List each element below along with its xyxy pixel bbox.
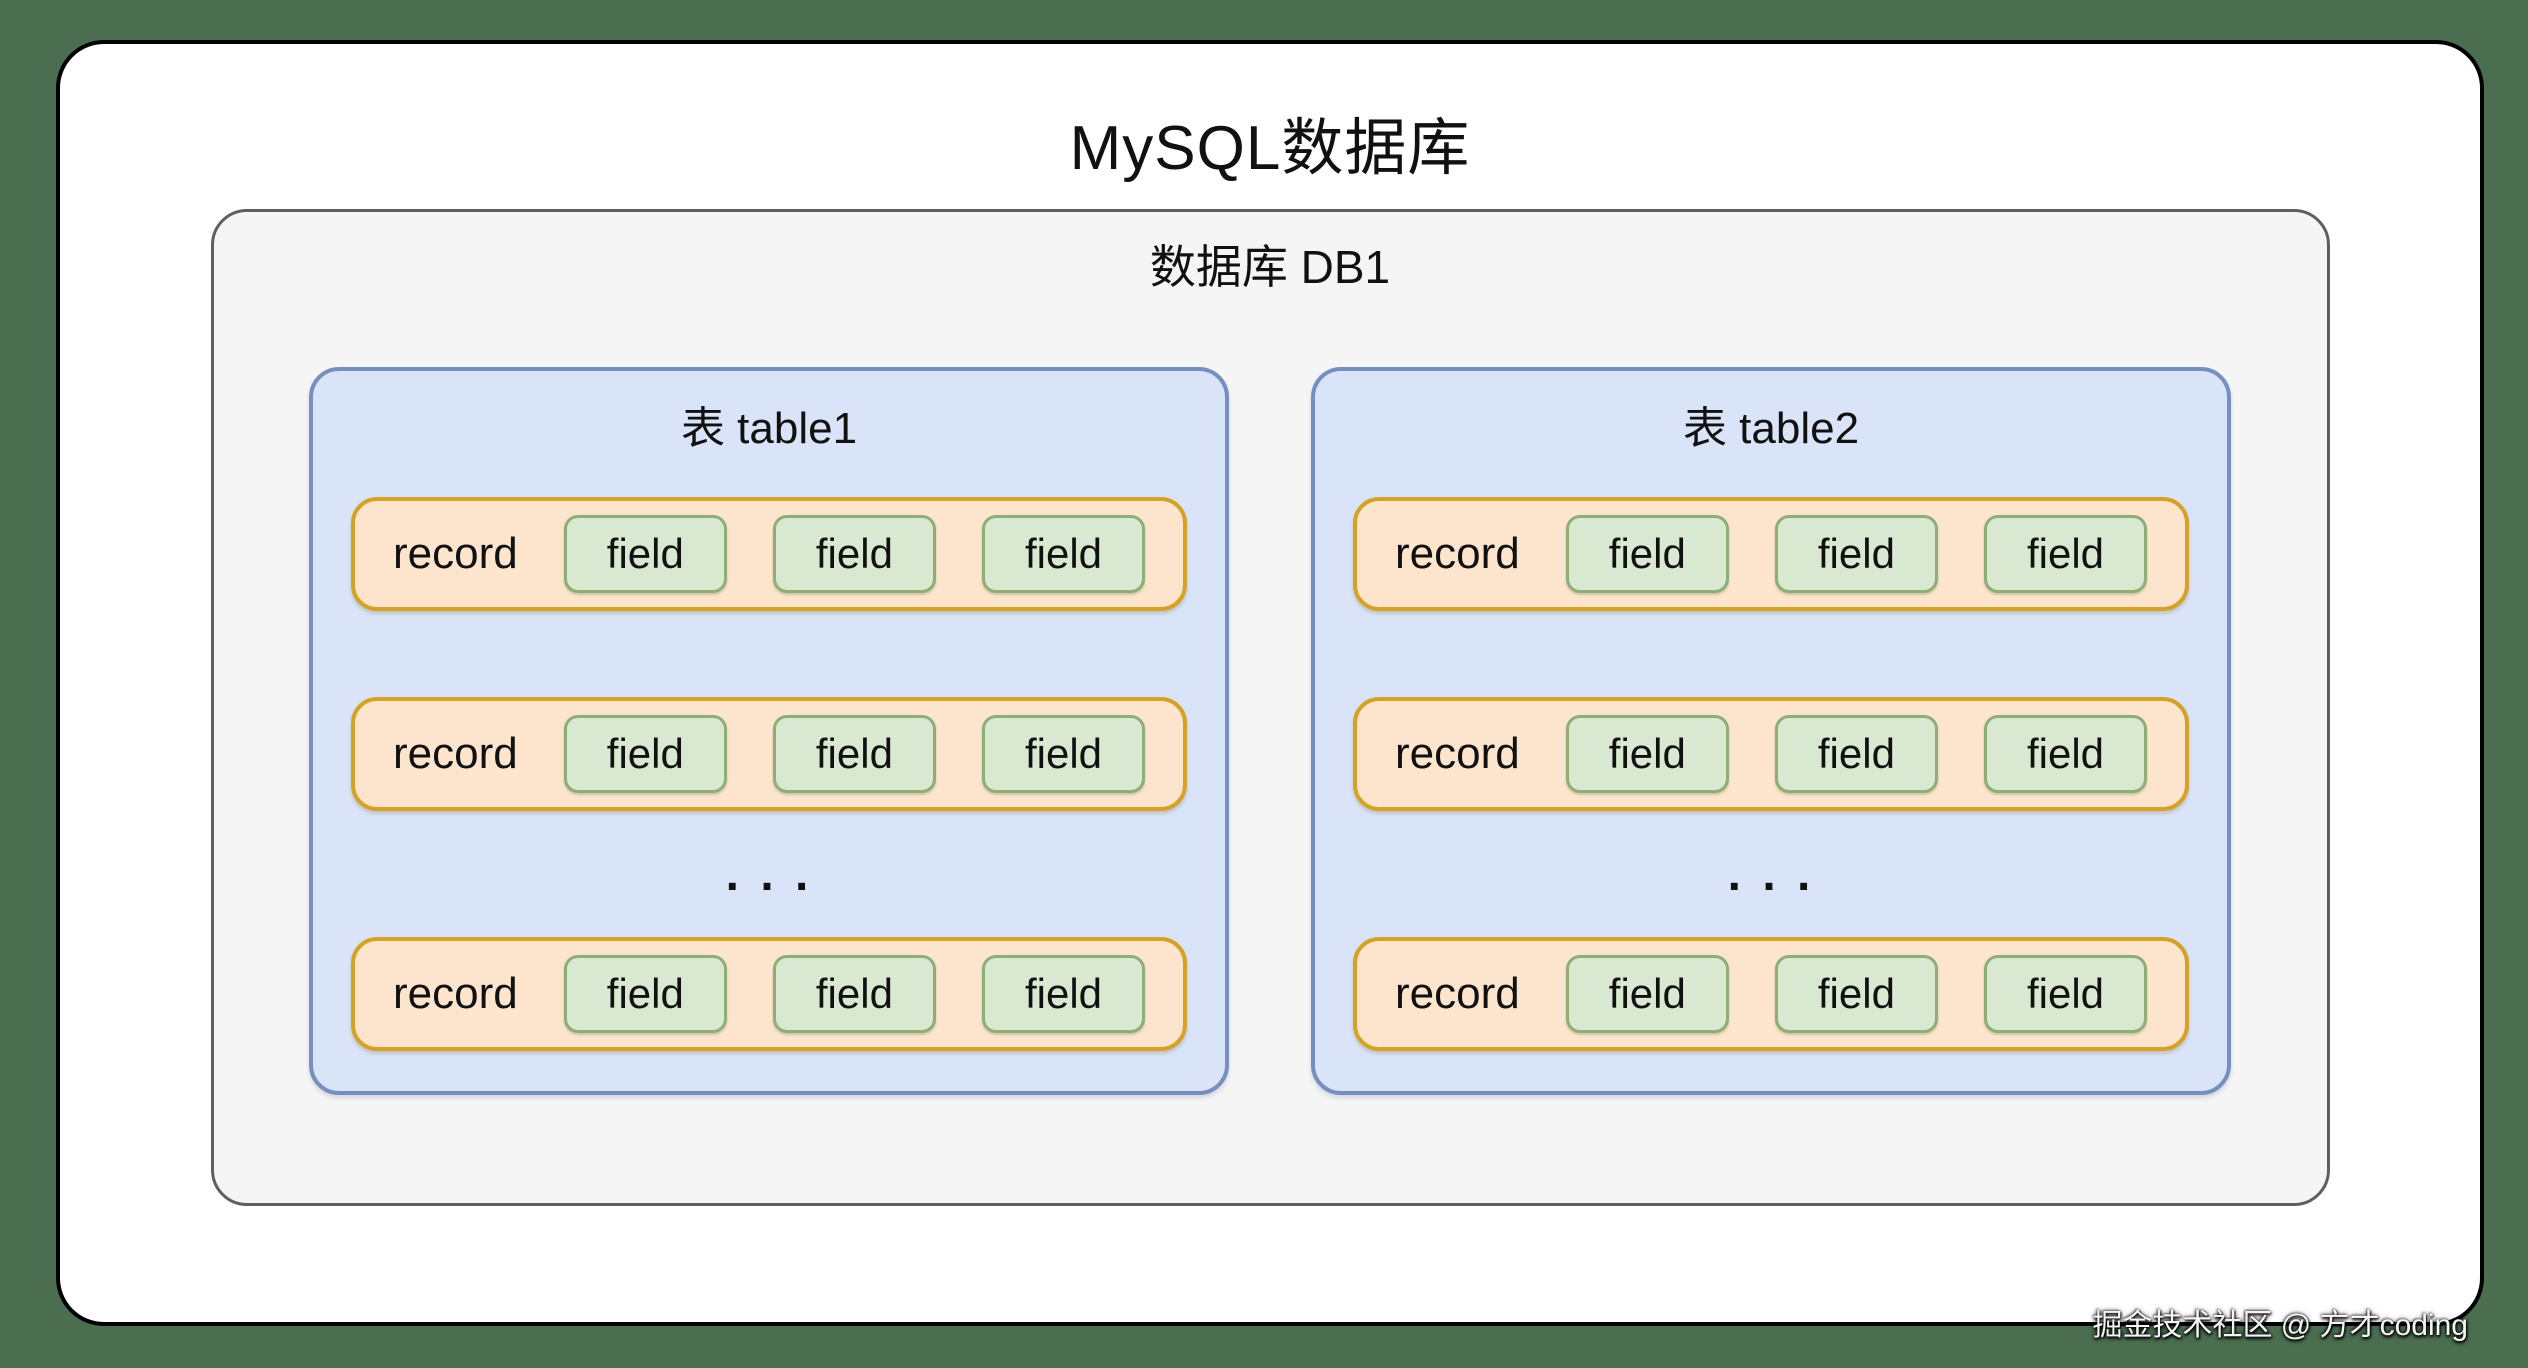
tables-row: 表 table1 record field field field record… [214,367,2327,1095]
database-container: 数据库 DB1 表 table1 record field field fiel… [210,209,2330,1206]
field-box: field [1774,955,1938,1033]
record-row: record field field field [351,937,1187,1051]
table-box-table2: 表 table2 record field field field record… [1311,367,2231,1095]
field-box: field [563,515,727,593]
table-title: 表 table2 [1682,404,1860,453]
record-row: record field field field [351,697,1187,811]
page-title: MySQL数据库 [1069,114,1471,183]
record-label: record [393,729,518,778]
field-box: field [772,715,936,793]
field-box: field [1565,955,1729,1033]
field-box: field [772,515,936,593]
field-box: field [982,715,1145,793]
field-box: field [563,715,727,793]
field-box: field [1565,715,1729,793]
field-box: field [563,955,727,1033]
record-label: record [393,969,518,1018]
record-label: record [393,529,518,578]
field-box: field [1984,515,2147,593]
record-row: record field field field [1353,697,2189,811]
database-label: 数据库 DB1 [1149,241,1391,293]
mysql-server-container: MySQL数据库 数据库 DB1 表 table1 record field f… [56,40,2484,1326]
record-row: record field field field [1353,497,2189,611]
field-box: field [772,955,936,1033]
dots-separator: . . . [725,847,813,901]
field-box: field [1984,715,2147,793]
field-box: field [1774,515,1938,593]
record-label: record [1395,969,1520,1018]
dots-separator: . . . [1727,847,1815,901]
field-box: field [1774,715,1938,793]
record-label: record [1395,729,1520,778]
field-box: field [982,955,1145,1033]
record-row: record field field field [1353,937,2189,1051]
field-box: field [1565,515,1729,593]
watermark-text: 掘金技术社区 @ 方才coding [2092,1309,2468,1342]
table-title: 表 table1 [680,404,858,453]
record-row: record field field field [351,497,1187,611]
table-box-table1: 表 table1 record field field field record… [309,367,1229,1095]
field-box: field [982,515,1145,593]
field-box: field [1984,955,2147,1033]
record-label: record [1395,529,1520,578]
